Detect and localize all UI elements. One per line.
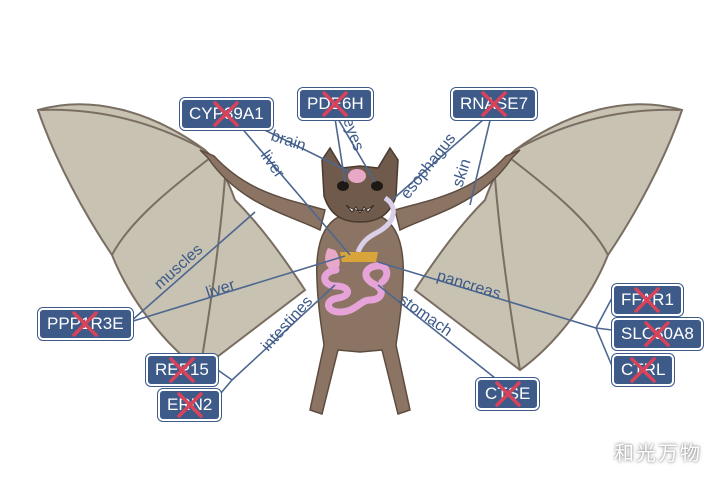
bat-body [309,211,411,415]
left-arm [199,149,326,232]
left-wing [36,103,307,372]
connector-lines [129,111,613,401]
right-wing [413,103,684,372]
gene-label-ppp1r3e: PPP1R3E [38,308,133,340]
gene-label-pde6h: PDE6H [298,88,373,120]
intestines-organ [321,262,391,316]
gene-label-ctse: CTSE [476,378,540,410]
gene-name: PPP1R3E [47,314,124,333]
gene-name: RNASE7 [460,94,529,113]
gene-label-rnase7: RNASE7 [451,88,538,120]
wing-bones [39,108,681,371]
gene-label-cyp39a1: CYP39A1 [180,98,273,130]
gene-name: REP15 [155,360,209,379]
gene-label-rep15: REP15 [146,354,218,386]
gene-name: CTSE [485,384,531,403]
gene-label-ctrl: CTRL [612,354,675,386]
organ-label-eyes: eyes [339,116,367,154]
gene-name: FFAR1 [621,290,674,309]
brain-organ [348,169,366,183]
bat-head [321,146,399,223]
bat-mouth [345,204,375,214]
organ-label-esophagus: esophagus [398,130,460,202]
watermark: 和光万物 [614,441,702,465]
organ-label-brain: brain [269,128,308,155]
gene-label-slc30a8: SLC30A8 [612,318,703,350]
gene-name: PDE6H [307,94,364,113]
gene-name: CYP39A1 [189,104,264,123]
liver-organ [340,252,378,262]
gene-name: SLC30A8 [621,324,694,343]
bat-eye-left [337,181,349,191]
gene-name: ERN2 [167,395,213,414]
gene-label-ffar1: FFAR1 [612,284,683,316]
bat-eye-right [371,181,383,191]
gene-name: CTRL [621,360,666,379]
esophagus-organ [355,195,396,254]
right-arm [394,149,521,232]
gene-label-ern2: ERN2 [158,389,222,421]
